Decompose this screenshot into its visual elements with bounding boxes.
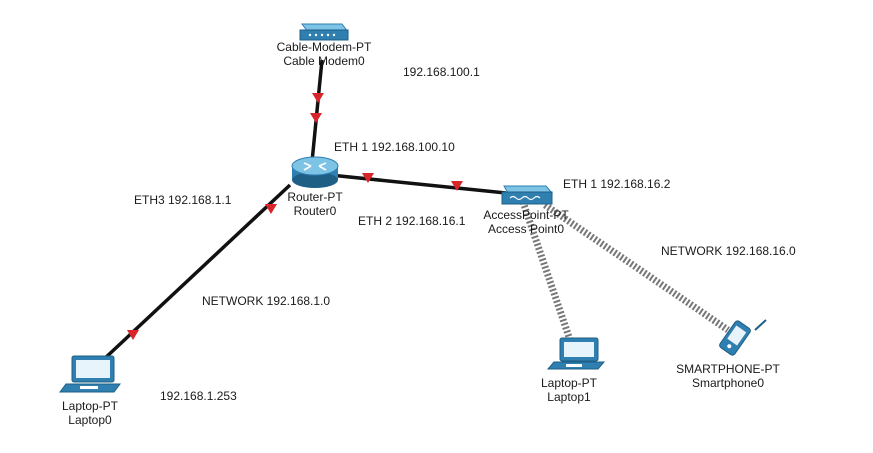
note-modem-ip[interactable]: 192.168.100.1: [400, 64, 483, 80]
laptop0-label: Laptop-PT Laptop0: [50, 399, 130, 427]
access-point-icon[interactable]: [501, 185, 554, 205]
note-ap-eth1[interactable]: ETH 1 192.168.16.2: [560, 176, 674, 192]
laptop1-label: Laptop-PT Laptop1: [529, 376, 609, 404]
note-router-eth1[interactable]: ETH 1 192.168.100.10: [331, 139, 458, 155]
laptop0-type-label: Laptop-PT: [61, 399, 119, 413]
modem-name-label: Cable Modem0: [283, 54, 365, 68]
router-label: Router-PT Router0: [275, 190, 355, 218]
smartphone-type-label: SMARTPHONE-PT: [676, 362, 780, 376]
router-type-label: Router-PT: [287, 190, 343, 204]
link-router-accesspoint[interactable]: [329, 173, 507, 195]
access-point-name-label: Access Point0: [487, 222, 565, 236]
note-network-lan[interactable]: NETWORK 192.168.1.0: [199, 293, 334, 309]
cable-modem-icon[interactable]: [299, 23, 349, 41]
laptop1-name-label: Laptop1: [547, 390, 591, 404]
laptop0-name-label: Laptop0: [68, 413, 112, 427]
access-point-type-label: AccessPoint-PT: [483, 208, 569, 222]
modem-type-label: Cable-Modem-PT: [276, 40, 372, 54]
laptop1-type-label: Laptop-PT: [540, 376, 598, 390]
wireless-link-ap-laptop1: [519, 200, 574, 342]
smartphone-label: SMARTPHONE-PT Smartphone0: [676, 362, 780, 390]
link-arrow-router-laptop0: [265, 204, 277, 214]
note-router-eth2[interactable]: ETH 2 192.168.16.1: [355, 213, 469, 229]
laptop1-icon[interactable]: [546, 337, 606, 370]
smartphone-icon[interactable]: [718, 319, 767, 357]
link-arrow-laptop0-router: [127, 330, 139, 340]
link-arrow-router-ap: [362, 173, 374, 183]
router-name-label: Router0: [293, 204, 337, 218]
smartphone-name-label: Smartphone0: [691, 376, 765, 390]
access-point-label: AccessPoint-PT Access Point0: [474, 208, 578, 236]
wireless-link-ap-smartphone: [543, 202, 730, 333]
note-laptop0-ip[interactable]: 192.168.1.253: [157, 388, 240, 404]
laptop0-icon[interactable]: [59, 355, 121, 393]
modem-label: Cable-Modem-PT Cable Modem0: [272, 40, 376, 68]
link-modem-router[interactable]: [310, 59, 324, 163]
router-icon[interactable]: [291, 156, 339, 188]
note-network-wifi[interactable]: NETWORK 192.168.16.0: [658, 243, 799, 259]
link-arrow-modem-router: [312, 93, 324, 103]
note-router-eth3[interactable]: ETH3 192.168.1.1: [131, 192, 235, 208]
link-arrow-router-modem: [310, 113, 322, 123]
link-arrow-ap-router: [451, 181, 463, 191]
